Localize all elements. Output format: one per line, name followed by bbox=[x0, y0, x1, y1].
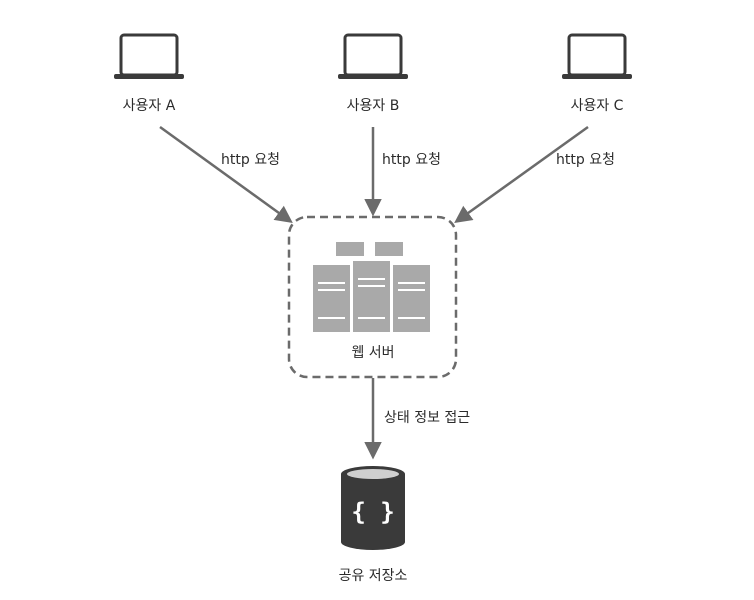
http-request-arrow bbox=[159, 125, 293, 224]
web-server-box bbox=[287, 215, 458, 379]
server-rack-icon bbox=[313, 242, 430, 332]
state-access-label: 상태 정보 접근 bbox=[384, 410, 471, 426]
http-request-label-a: http 요청 bbox=[221, 152, 280, 168]
laptop-icon bbox=[114, 33, 184, 79]
web-server-label: 웹 서버 bbox=[351, 345, 395, 361]
storage-braces-glyph: { } bbox=[351, 498, 394, 526]
http-request-label-b: http 요청 bbox=[382, 152, 441, 168]
http-request-arrow bbox=[454, 125, 589, 224]
shared-storage-label: 공유 저장소 bbox=[338, 568, 408, 584]
database-icon: { } bbox=[341, 466, 405, 550]
user-c-label: 사용자 C bbox=[570, 98, 624, 114]
user-b-label: 사용자 B bbox=[346, 98, 400, 114]
laptop-icon bbox=[338, 33, 408, 79]
user-a-label: 사용자 A bbox=[122, 98, 176, 114]
laptop-icon bbox=[562, 33, 632, 79]
http-request-label-c: http 요청 bbox=[556, 152, 615, 168]
